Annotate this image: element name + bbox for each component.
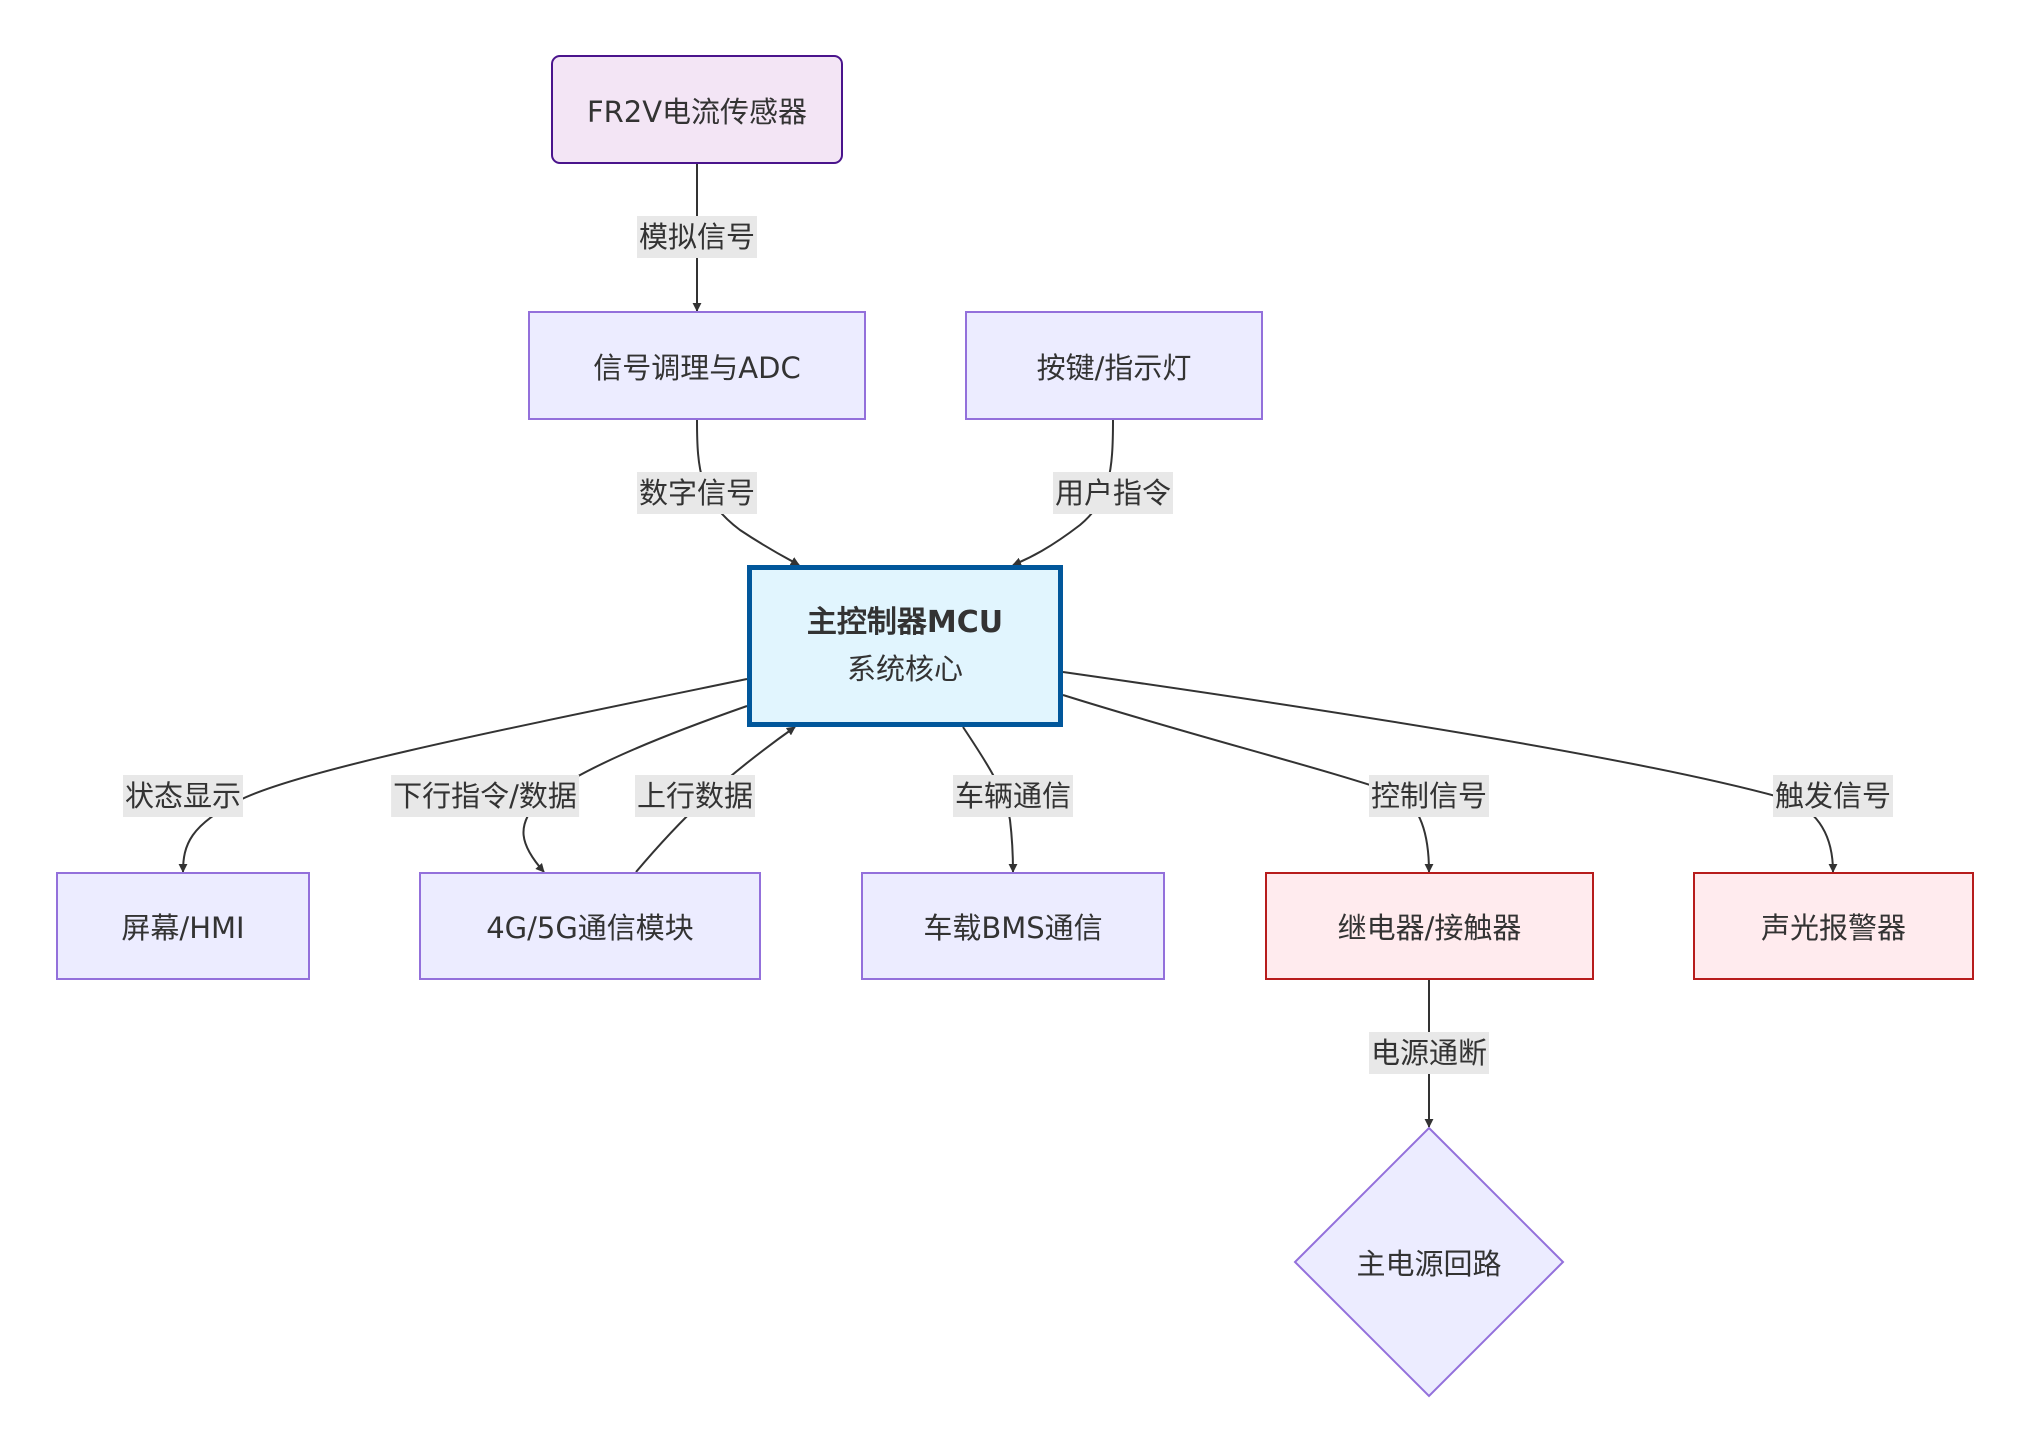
edge-keys-mcu <box>1012 419 1114 567</box>
node-bms-label: 车载BMS通信 <box>923 911 1103 945</box>
edge-adc-mcu <box>696 419 800 566</box>
edge-label-power-switch: 电源通断 <box>1368 1032 1490 1074</box>
node-mcu-subtitle: 系统核心 <box>846 652 963 686</box>
edge-label-control-signal: 控制信号 <box>1368 775 1490 817</box>
edge-label-user-command: 用户指令 <box>1052 472 1174 514</box>
node-hmi[interactable]: 屏幕/HMI <box>56 872 310 980</box>
node-mcu[interactable]: 主控制器MCU 系统核心 <box>747 565 1063 727</box>
node-mcu-title: 主控制器MCU <box>806 605 1004 640</box>
edge-label-downlink: 下行指令/数据 <box>391 775 579 817</box>
node-adc-label: 信号调理与ADC <box>593 350 801 385</box>
node-alarm-label: 声光报警器 <box>1760 911 1906 945</box>
node-power-diamond[interactable] <box>1293 1126 1565 1398</box>
edge-label-status-display: 状态显示 <box>122 775 244 817</box>
node-power-label: 主电源回路 <box>1356 1247 1502 1281</box>
node-relay-label: 继电器/接触器 <box>1337 911 1522 945</box>
edge-mcu-hmi <box>178 678 748 873</box>
edge-label-trigger-signal: 触发信号 <box>1772 775 1894 817</box>
node-signal-conditioning-adc[interactable]: 信号调理与ADC <box>528 311 866 420</box>
node-keys-indicators[interactable]: 按键/指示灯 <box>965 311 1263 420</box>
node-comm-module[interactable]: 4G/5G通信模块 <box>419 872 761 980</box>
node-alarm[interactable]: 声光报警器 <box>1693 872 1974 980</box>
node-comm-label: 4G/5G通信模块 <box>486 911 694 945</box>
node-sensor-label: FR2V电流传感器 <box>586 94 808 129</box>
edge-label-analog-signal: 模拟信号 <box>636 216 758 258</box>
edge-label-vehicle-comm: 车辆通信 <box>952 775 1074 817</box>
edge-mcu-alarm <box>1062 671 1838 873</box>
edge-label-uplink: 上行数据 <box>634 775 756 817</box>
edge-mcu-relay <box>1062 694 1434 873</box>
edge-label-digital-signal: 数字信号 <box>636 472 758 514</box>
node-hmi-label: 屏幕/HMI <box>121 911 245 945</box>
node-sensor[interactable]: FR2V电流传感器 <box>551 55 843 164</box>
node-keys-label: 按键/指示灯 <box>1036 350 1192 385</box>
node-bms[interactable]: 车载BMS通信 <box>861 872 1165 980</box>
node-relay[interactable]: 继电器/接触器 <box>1265 872 1594 980</box>
